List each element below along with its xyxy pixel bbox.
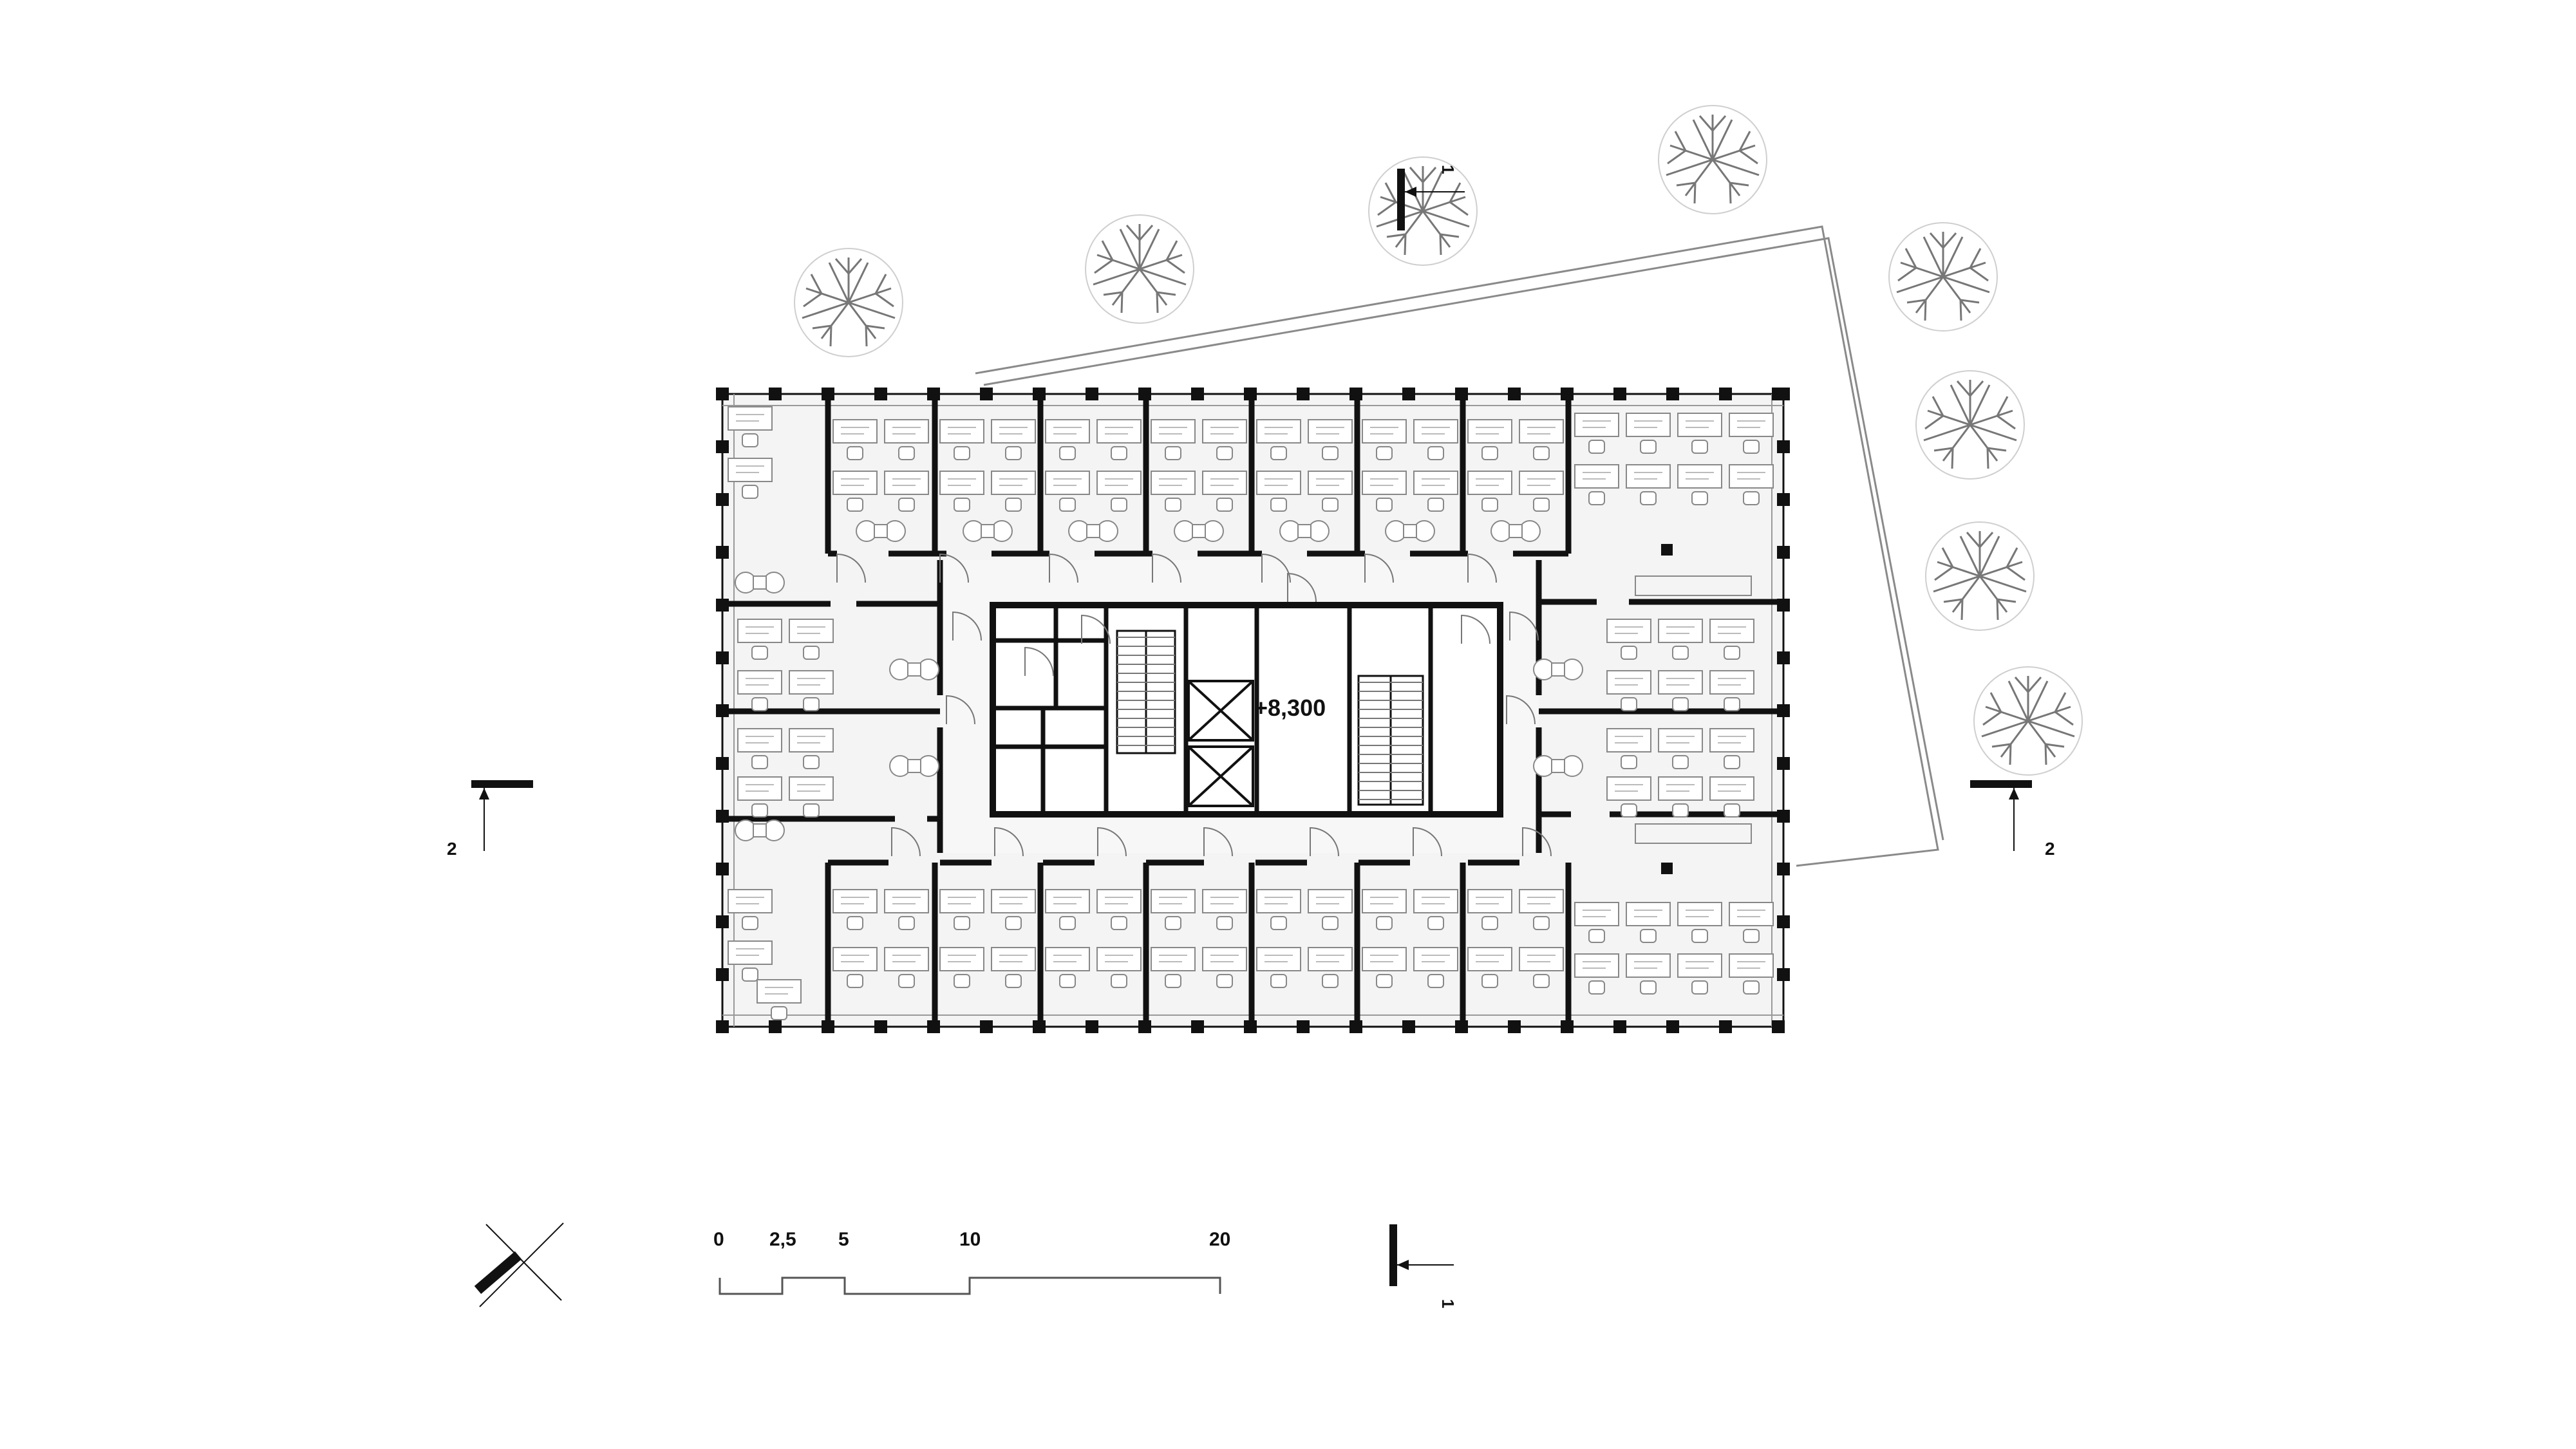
scale-tick-10: 10	[959, 1229, 981, 1250]
section-1-label-top: 1	[1438, 165, 1458, 174]
section-marker-2-left: 2	[447, 780, 533, 859]
structural-columns	[716, 388, 1790, 1033]
section-1-label-bottom: 1	[1438, 1299, 1458, 1308]
scale-tick-2-5: 2,5	[769, 1229, 796, 1250]
section-marker-1-bottom: 1	[1389, 1224, 1458, 1308]
scale-bar: 0 2,5 5 10 20	[713, 1229, 1230, 1295]
scale-tick-5: 5	[838, 1229, 849, 1250]
elevator-icon	[1187, 680, 1254, 807]
section-marker-2-right: 2	[1970, 780, 2055, 859]
elevation-label: +8,300	[1254, 695, 1326, 721]
north-arrow-icon	[474, 1222, 564, 1307]
section-2-label-left: 2	[447, 839, 457, 859]
building-core	[990, 602, 1503, 818]
scale-tick-20: 20	[1209, 1229, 1230, 1250]
scale-tick-0: 0	[713, 1229, 724, 1250]
section-marker-1-top: 1	[1397, 165, 1465, 230]
partition-walls	[722, 394, 1783, 1027]
site-outline	[975, 225, 1939, 867]
section-2-label-right: 2	[2045, 839, 2055, 859]
